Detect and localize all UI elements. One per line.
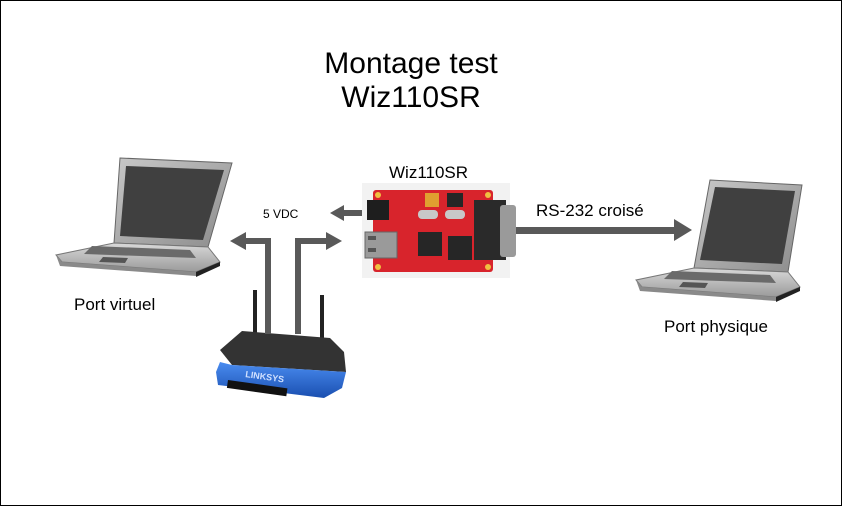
connection-arrows [230, 205, 692, 334]
router-icon: LINKSYS [216, 290, 346, 398]
power-arrow [330, 205, 362, 221]
diagram-title-line2: Wiz110SR [341, 81, 481, 114]
device-label: Wiz110SR [389, 163, 469, 182]
serial-arrow [516, 219, 692, 241]
wiz110sr-board-icon [362, 183, 516, 278]
router-to-laptop-arrow [230, 232, 271, 334]
diagram-title-line1: Montage test [324, 47, 498, 80]
power-label: 5 VDC [263, 207, 299, 221]
router-to-board-arrow [295, 232, 342, 334]
laptop-right-label: Port physique [664, 317, 768, 336]
laptop-left-label: Port virtuel [74, 295, 156, 314]
laptop-left-icon [55, 157, 233, 277]
serial-label: RS-232 croisé [536, 201, 644, 220]
laptop-right-icon [635, 179, 803, 302]
